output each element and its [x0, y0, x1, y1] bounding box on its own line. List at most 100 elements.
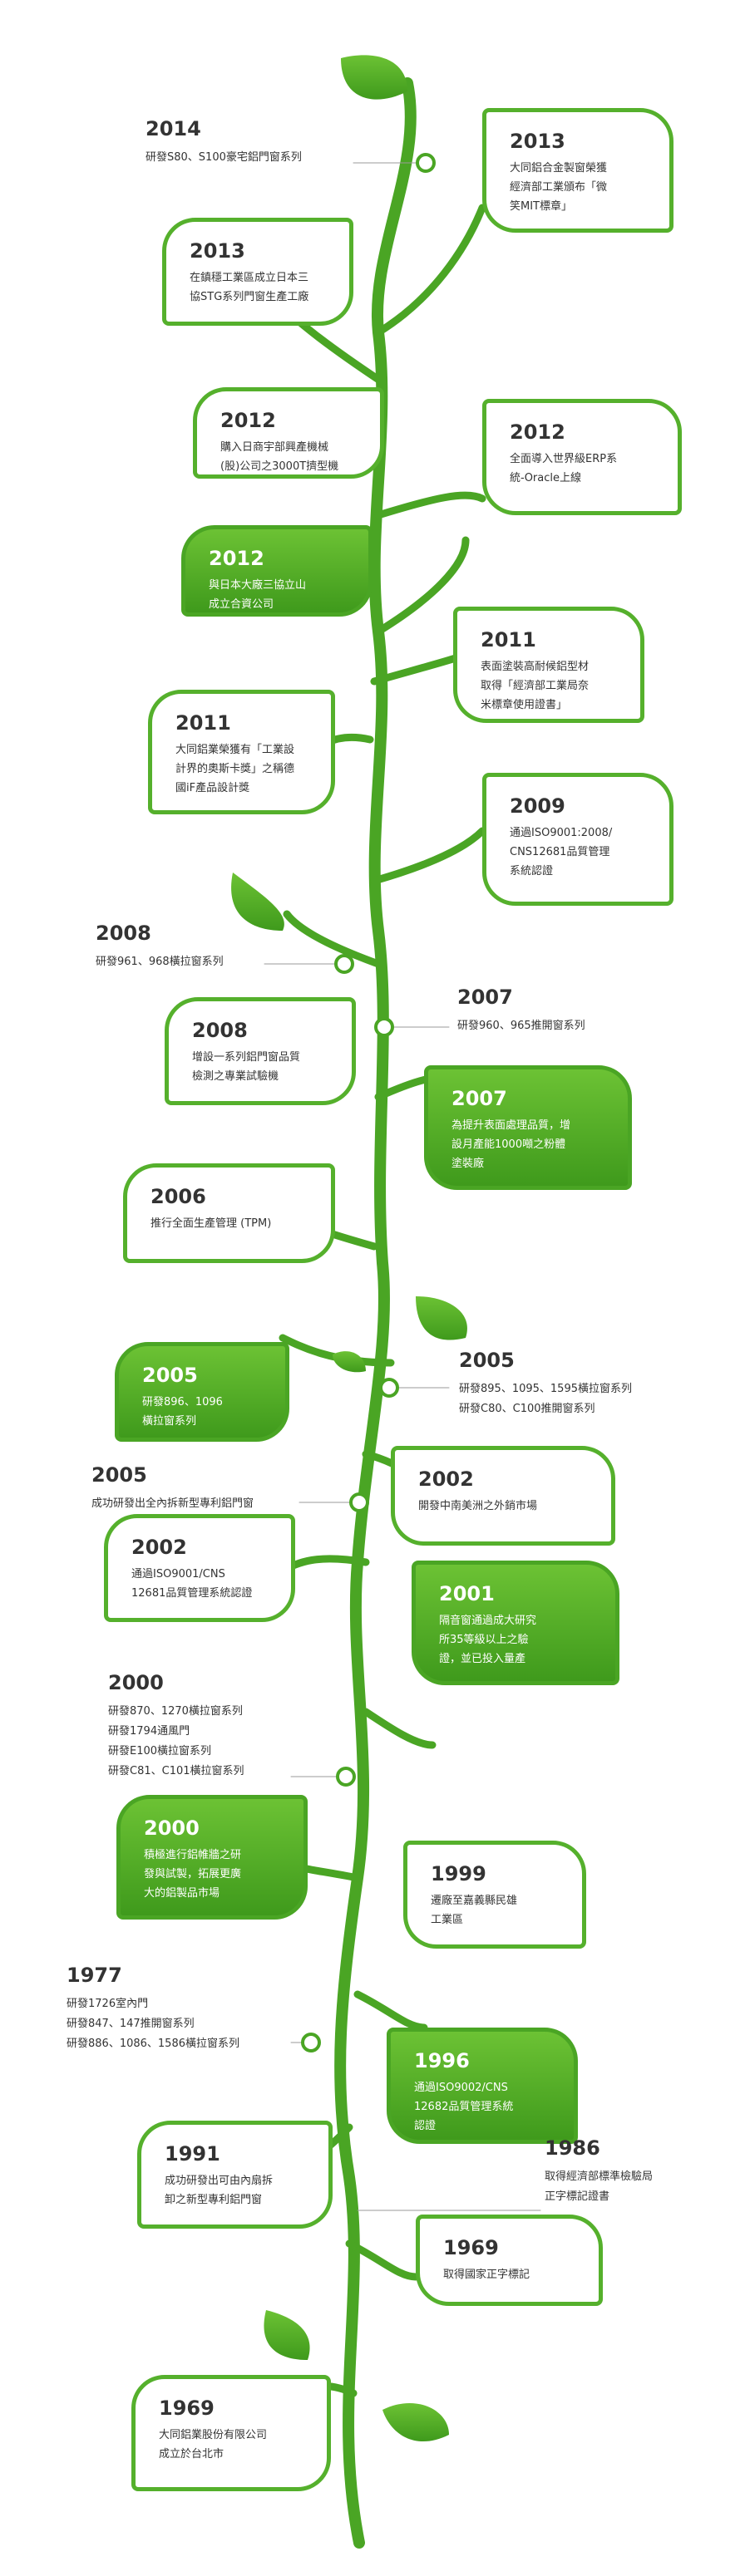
- event-year: 2007: [451, 1087, 507, 1110]
- event-text: 成功研發出可由內扇拆 卸之新型專利鋁門窗: [165, 2175, 274, 2206]
- event-year: 2012: [510, 420, 565, 444]
- event-text: 大同鋁業股份有限公司 成立於台北市: [159, 2429, 268, 2460]
- event-text: 大同鋁業榮獲有「工業設 計界的奧斯卡獎」之稱德 國iF產品設計獎: [175, 744, 295, 794]
- event-year: 2011: [481, 628, 536, 651]
- node-2014: [416, 153, 436, 173]
- event-text: 遷廠至嘉義縣民雄 工業區: [431, 1895, 518, 1926]
- event-year: 2000: [144, 1816, 200, 1840]
- event-text: 研發870、1270橫拉窗系列 研發1794通風門 研發E100橫拉窗系列 研發…: [108, 1705, 244, 1777]
- event-year: 2006: [150, 1185, 206, 1208]
- event-text: 研發960、965推開窗系列: [457, 1020, 585, 1032]
- event-text: 為提升表面處理品質，增 設月產能1000噸之粉體 塗裝廠: [451, 1119, 571, 1170]
- event-1969a: 1969 取得國家正字標記: [416, 2215, 603, 2306]
- event-text: 取得國家正字標記: [443, 2269, 530, 2281]
- event-year: 1999: [431, 1862, 486, 1885]
- event-1977: 1977 研發1726室內門 研發847、147推開窗系列 研發886、1086…: [67, 1963, 316, 2054]
- event-text: 購入日商宇部興產機械 (股)公司之3000T擠型機: [220, 441, 339, 473]
- event-year: 2012: [220, 409, 276, 432]
- event-text: 全面導入世界級ERP系 統-Oracle上線: [510, 453, 618, 484]
- event-2012c: 2012 與日本大廠三協立山 成立合資公司: [181, 525, 372, 617]
- event-2013b: 2013 在鎮穩工業區成立日本三 協STG系列門窗生產工廠: [162, 218, 353, 326]
- event-year: 2002: [418, 1467, 474, 1491]
- event-year: 2009: [510, 794, 565, 818]
- event-text: 推行全面生產管理 (TPM): [150, 1217, 272, 1230]
- leaf-top: [341, 55, 407, 100]
- event-2008a: 2008 研發961、968橫拉窗系列: [96, 921, 312, 972]
- event-year: 2007: [457, 986, 513, 1009]
- event-2002a: 2002 開發中南美洲之外銷市場: [391, 1446, 615, 1546]
- event-year: 2013: [510, 130, 565, 153]
- leaf-low2: [382, 2402, 449, 2442]
- node-2005c: [349, 1492, 369, 1512]
- event-2011b: 2011 大同鋁業榮獲有「工業設 計界的奧斯卡獎」之稱德 國iF產品設計獎: [148, 690, 335, 814]
- event-2005b: 2005 研發896、1096 橫拉窗系列: [115, 1342, 289, 1442]
- event-2000b: 2000 積極進行鋁帷牆之研 發與試製，拓展更廣 大的鋁製品市場: [116, 1795, 308, 1920]
- event-year: 1996: [414, 2049, 470, 2072]
- event-year: 1969: [443, 2236, 499, 2259]
- event-2013a: 2013 大同鋁合金製窗榮獲 經濟部工業頒布「微 笑MIT標章」: [482, 108, 673, 233]
- event-text: 研發S80、S100豪宅鋁門窗系列: [146, 151, 302, 164]
- event-year: 2008: [192, 1019, 248, 1042]
- event-2000a: 2000 研發870、1270橫拉窗系列 研發1794通風門 研發E100橫拉窗…: [108, 1670, 341, 1782]
- event-year: 2013: [190, 239, 245, 263]
- event-text: 取得經濟部標準檢驗局 正字標記證書: [545, 2170, 654, 2203]
- leaf-small: [333, 1351, 366, 1373]
- event-year: 1969: [159, 2397, 215, 2420]
- event-1991: 1991 成功研發出可由內扇拆 卸之新型專利鋁門窗: [137, 2121, 333, 2229]
- event-1969b: 1969 大同鋁業股份有限公司 成立於台北市: [131, 2375, 331, 2491]
- event-2012b: 2012 全面導入世界級ERP系 統-Oracle上線: [482, 399, 682, 515]
- leaf-low1: [264, 2310, 310, 2360]
- event-text: 隔音窗通過成大研究 所35等級以上之驗 證，並已投入量產: [439, 1615, 537, 1665]
- event-2006: 2006 推行全面生產管理 (TPM): [123, 1163, 335, 1263]
- event-year: 2011: [175, 711, 231, 735]
- event-year: 1986: [545, 2136, 600, 2160]
- event-2008b: 2008 增設一系列鋁門窗品質 檢測之專業試驗機: [165, 997, 356, 1105]
- event-year: 2001: [439, 1582, 495, 1605]
- event-text: 表面塗裝高耐候鋁型材 取得「經濟部工業局奈 米標章使用證書」: [481, 661, 590, 711]
- event-1996: 1996 通過ISO9002/CNS 12682品質管理系統 認證: [387, 2028, 578, 2144]
- event-text: 大同鋁合金製窗榮獲 經濟部工業頒布「微 笑MIT標章」: [510, 162, 608, 213]
- event-text: 成功研發出全內拆新型專利鋁門窗: [91, 1497, 254, 1510]
- event-text: 積極進行鋁帷牆之研 發與試製，拓展更廣 大的鋁製品市場: [144, 1849, 242, 1900]
- event-2009: 2009 通過ISO9001:2008/ CNS12681品質管理 系統認證: [482, 773, 673, 906]
- event-year: 2012: [209, 547, 264, 570]
- event-year: 1977: [67, 1964, 122, 1987]
- event-2007a: 2007 研發960、965推開窗系列: [457, 985, 707, 1036]
- event-2001: 2001 隔音窗通過成大研究 所35等級以上之驗 證，並已投入量產: [412, 1561, 619, 1685]
- node-2008: [334, 954, 354, 974]
- event-2014: 2014 研發S80、S100豪宅鋁門窗系列: [146, 116, 345, 168]
- event-2011a: 2011 表面塗裝高耐候鋁型材 取得「經濟部工業局奈 米標章使用證書」: [453, 607, 644, 723]
- event-text: 研發961、968橫拉窗系列: [96, 956, 224, 968]
- event-text: 開發中南美洲之外銷市場: [418, 1500, 538, 1512]
- event-year: 2008: [96, 922, 151, 945]
- event-1986: 1986 取得經濟部標準檢驗局 正字標記證書: [545, 2136, 711, 2207]
- event-text: 研發896、1096 橫拉窗系列: [142, 1396, 223, 1428]
- event-year: 1991: [165, 2142, 220, 2166]
- event-2007b: 2007 為提升表面處理品質，增 設月產能1000噸之粉體 塗裝廠: [424, 1065, 632, 1190]
- node-1977: [301, 2033, 321, 2052]
- event-year: 2014: [146, 117, 201, 140]
- event-text: 增設一系列鋁門窗品質 檢測之專業試驗機: [192, 1051, 301, 1083]
- event-year: 2005: [142, 1364, 198, 1387]
- event-text: 研發1726室內門 研發847、147推開窗系列 研發886、1086、1586…: [67, 1998, 239, 2050]
- event-1999: 1999 遷廠至嘉義縣民雄 工業區: [403, 1841, 586, 1949]
- node-2005a: [379, 1378, 399, 1398]
- event-text: 在鎮穩工業區成立日本三 協STG系列門窗生產工廠: [190, 272, 309, 303]
- event-2012a: 2012 購入日商宇部興產機械 (股)公司之3000T擠型機: [193, 387, 384, 479]
- event-text: 通過ISO9001/CNS 12681品質管理系統認證: [131, 1568, 253, 1600]
- event-2005a: 2005 研發895、1095、1595橫拉窗系列 研發C80、C100推開窗系…: [459, 1348, 725, 1419]
- leaf-mid: [231, 873, 284, 931]
- event-year: 2000: [108, 1671, 164, 1694]
- event-year: 2005: [91, 1463, 147, 1487]
- node-2000: [336, 1767, 356, 1787]
- event-text: 通過ISO9001:2008/ CNS12681品質管理 系統認證: [510, 827, 613, 878]
- leaf-right: [416, 1296, 467, 1340]
- event-text: 研發895、1095、1595橫拉窗系列 研發C80、C100推開窗系列: [459, 1383, 632, 1415]
- event-year: 2005: [459, 1349, 515, 1372]
- event-2005c: 2005 成功研發出全內拆新型專利鋁門窗: [91, 1463, 341, 1514]
- node-2007: [374, 1017, 394, 1037]
- event-year: 2002: [131, 1536, 187, 1559]
- event-text: 與日本大廠三協立山 成立合資公司: [209, 579, 307, 611]
- event-text: 通過ISO9002/CNS 12682品質管理系統 認證: [414, 2082, 514, 2132]
- event-2002b: 2002 通過ISO9001/CNS 12681品質管理系統認證: [104, 1514, 295, 1622]
